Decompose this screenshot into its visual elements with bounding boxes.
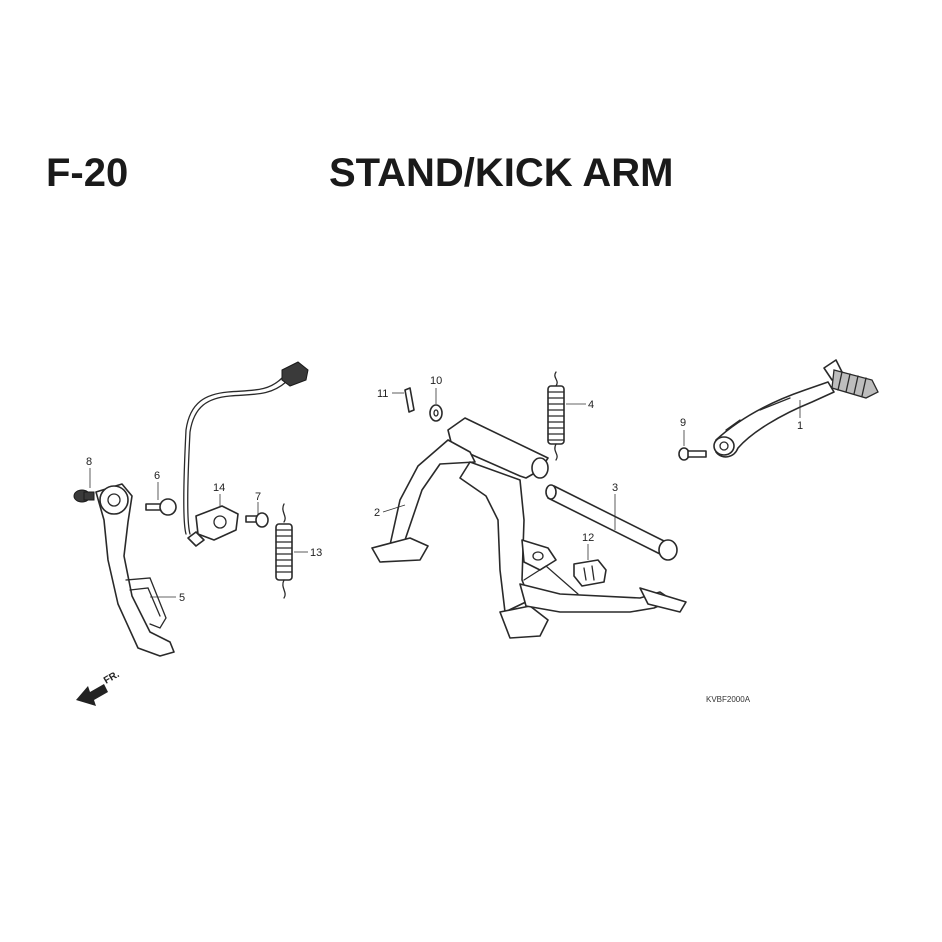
page-title: STAND/KICK ARM: [329, 151, 674, 195]
bolt-part-9[interactable]: [678, 447, 707, 461]
callout-3: 3: [612, 482, 618, 494]
stand-switch-part-14[interactable]: [183, 361, 309, 547]
callout-1: 1: [797, 420, 803, 432]
callout-8: 8: [86, 456, 92, 468]
callout-9: 9: [680, 417, 686, 429]
section-code: F-20: [46, 151, 129, 195]
washer-part-10[interactable]: [429, 404, 443, 422]
callout-7: 7: [255, 491, 261, 503]
callout-5: 5: [179, 592, 185, 604]
main-stand-part[interactable]: [371, 417, 687, 639]
callout-10: 10: [430, 375, 442, 387]
spring-part-4[interactable]: [547, 371, 565, 461]
cotter-pin-part-11[interactable]: [404, 387, 415, 413]
bolt-part-8[interactable]: [73, 489, 95, 503]
stand-shaft-part[interactable]: [545, 484, 678, 561]
direction-label: FR.: [102, 669, 122, 687]
front-direction-indicator: FR.: [76, 669, 122, 706]
callout-14: 14: [213, 482, 225, 494]
screw-part-7[interactable]: [245, 512, 269, 528]
callout-12: 12: [582, 532, 594, 544]
side-stand-part[interactable]: [95, 483, 175, 657]
callout-2: 2: [374, 507, 380, 519]
callout-13: 13: [310, 547, 322, 559]
switch-part-12[interactable]: [573, 559, 607, 587]
reference-code: KVBF2000A: [706, 695, 751, 704]
bolt-part-6[interactable]: [145, 498, 177, 516]
callout-4: 4: [588, 399, 594, 411]
spring-part-13[interactable]: [275, 503, 293, 599]
leader-lines: [89, 388, 801, 598]
callouts: 1 2 3 4 5 6 7 8 9 10 11 12 13 14: [86, 375, 803, 604]
front-arrow-icon: [76, 684, 108, 706]
callout-6: 6: [154, 470, 160, 482]
kick-arm-part[interactable]: [713, 359, 879, 458]
callout-11: 11: [377, 388, 388, 400]
